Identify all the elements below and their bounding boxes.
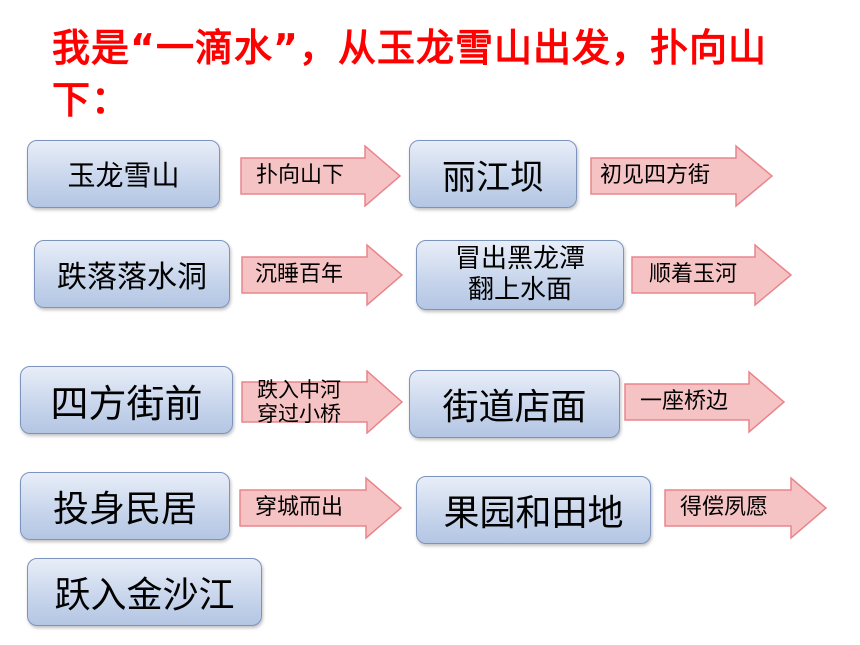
arrow-de-chang-su-yuan: 得偿夙愿 [664,476,828,540]
step-label-line-2: 翻上水面 [467,275,572,305]
arrow-chu-jian-sifang-street: 初见四方街 [590,144,774,208]
step-box-lijiang-basin: 丽江坝 [409,140,577,208]
step-box-jinsha-river: 跃入金沙江 [27,558,262,626]
step-box-heilong-pool: 冒出黑龙潭 翻上水面 [416,240,624,310]
arrow-chuan-cheng-er-chu: 穿城而出 [239,476,403,540]
step-box-sifang-street-front: 四方街前 [20,366,233,434]
arrow-die-ru-zhong-river: 跌入中河 穿过小桥 [241,370,404,434]
step-label: 四方街前 [50,381,203,426]
arrow-label: 沉睡百年 [255,262,344,288]
step-label: 投身民居 [52,489,197,530]
arrow-label: 穿城而出 [255,495,344,521]
step-label: 跌落落水洞 [57,260,207,295]
step-box-residential-houses: 投身民居 [20,472,230,540]
arrow-label: 初见四方街 [600,163,711,189]
arrow-label: 顺着玉河 [649,262,738,288]
step-box-street-shops: 街道店面 [409,370,620,438]
arrow-label-line-1: 跌入中河 [257,377,341,402]
step-box-yulong-snow-mountain: 玉龙雪山 [27,140,220,208]
step-label: 丽江坝 [442,157,544,198]
arrow-label: 跌入中河 穿过小桥 [257,378,341,426]
arrow-label: 一座桥边 [640,389,729,415]
arrow-shun-zhe-yu-river: 顺着玉河 [631,243,793,307]
arrow-pu-xiang-shan-xia: 扑向山下 [240,144,402,208]
arrow-chen-shui-bai-nian: 沉睡百年 [241,243,404,307]
arrow-label: 扑向山下 [256,163,345,189]
step-box-orchards-fields: 果园和田地 [416,476,651,544]
step-box-luoshui-cave: 跌落落水洞 [34,240,230,308]
arrow-yi-zuo-qiao-bian: 一座桥边 [624,370,786,434]
arrow-label: 得偿夙愿 [680,495,769,521]
step-label: 跃入金沙江 [54,575,235,616]
step-label: 街道店面 [442,387,587,428]
arrow-label-line-2: 穿过小桥 [257,402,341,426]
step-label: 玉龙雪山 [67,159,180,192]
step-label-line-1: 冒出黑龙潭 [454,243,585,274]
page-title: 我是“一滴水”，从玉龙雪山出发，扑向山下： [52,26,767,122]
step-label: 果园和田地 [443,493,624,534]
